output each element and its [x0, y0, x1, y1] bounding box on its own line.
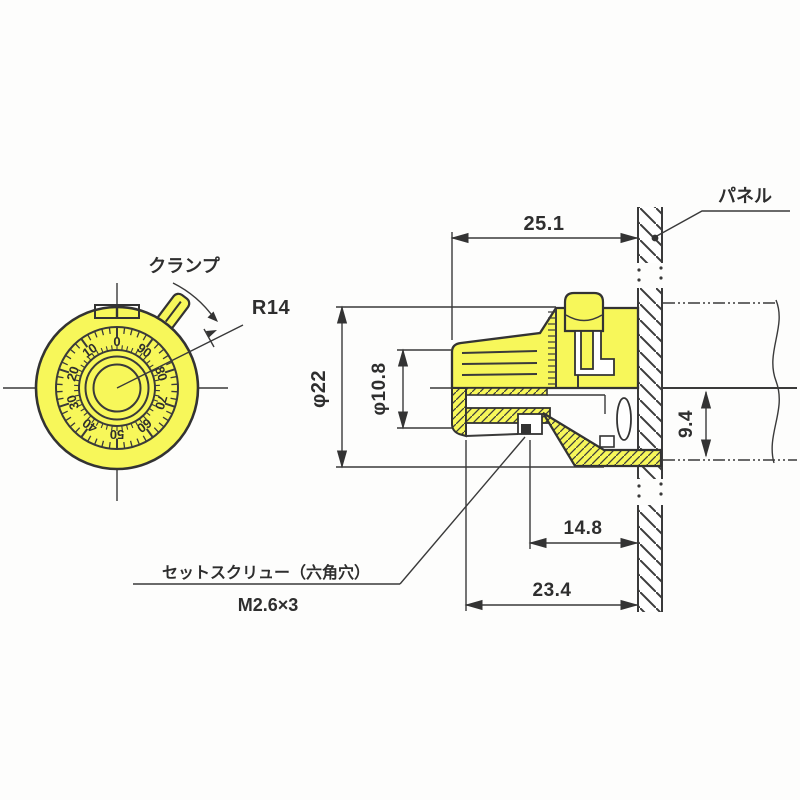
set-screw-label: セットスクリュー（六角穴）	[162, 563, 370, 582]
r14-label: R14	[252, 297, 291, 319]
dial-number: 90	[134, 340, 155, 361]
dim-25-1: 25.1	[450, 213, 639, 340]
section-front-wall	[451, 387, 467, 438]
clamp-arc-arrowhead	[207, 311, 218, 322]
dim-9-4-label: 9.4	[676, 410, 697, 438]
dial-number: 70	[152, 393, 171, 411]
dial-number: 0	[113, 334, 120, 349]
behind-panel-body: 9.4	[663, 299, 797, 464]
panel-break-upper	[635, 263, 665, 288]
front-view: 0 10 20 30 40 50 60 70 80 90 クランプ R14	[3, 255, 290, 501]
dim-14-8-label: 14.8	[564, 518, 603, 539]
clamp-cap-side	[563, 291, 605, 333]
side-view	[430, 291, 663, 468]
dim-phi22-label: φ22	[308, 370, 330, 408]
dim-23-4-label: 23.4	[533, 580, 572, 601]
dial-number: 10	[79, 340, 100, 361]
r14-arrowhead	[206, 330, 217, 338]
dim-phi22: φ22	[308, 305, 604, 469]
set-screw	[521, 424, 531, 434]
knob-section	[451, 387, 663, 468]
panel-leader-dot	[651, 234, 659, 242]
set-screw-leader-line	[399, 436, 526, 585]
dial-number: 30	[63, 393, 82, 411]
r14-arc-tick	[203, 328, 215, 348]
dial-knob-hub	[92, 363, 142, 413]
index-window	[94, 304, 140, 319]
section-bottom-profile	[465, 433, 519, 437]
panel-leader-line	[654, 210, 790, 238]
dial-inner-circle-2	[84, 355, 150, 421]
dim-phi10-8-label: φ10.8	[369, 362, 390, 415]
shaft-end-details	[599, 395, 632, 448]
dial-numbers: 0 10 20 30 40 50 60 70 80 90	[63, 334, 170, 442]
r14-leader-line	[116, 324, 244, 389]
break-wavy-line	[771, 299, 780, 464]
set-screw-size-label: M2.6×3	[238, 595, 299, 615]
dial-number: 50	[110, 427, 124, 442]
panel	[635, 207, 665, 612]
dial-number: 40	[79, 415, 100, 436]
dial-number: 20	[63, 364, 82, 382]
scale-band-ticks	[548, 311, 555, 385]
knob-body-outline	[450, 306, 640, 390]
dim-14-8: 14.8	[528, 440, 639, 549]
clamp-label: クランプ	[148, 255, 220, 276]
dim-9-4: 9.4	[676, 390, 712, 458]
clamp-stem	[580, 330, 594, 370]
section-rear-skirt	[542, 412, 663, 468]
set-screw-callout: セットスクリュー（六角穴） M2.6×3	[133, 436, 526, 615]
dim-23-4: 23.4	[464, 440, 639, 611]
dim-phi10-8: φ10.8	[369, 348, 452, 430]
grip-ridges	[461, 350, 538, 376]
panel-callout: パネル	[651, 186, 790, 242]
panel-label: パネル	[718, 186, 772, 206]
dim-25-1-label: 25.1	[524, 213, 565, 235]
dial-number: 80	[152, 364, 171, 382]
dial-tick-marks	[56, 327, 178, 449]
dial-inner-circle-1	[78, 349, 156, 427]
dial-number: 60	[134, 415, 155, 436]
panel-break-lower	[635, 479, 665, 505]
